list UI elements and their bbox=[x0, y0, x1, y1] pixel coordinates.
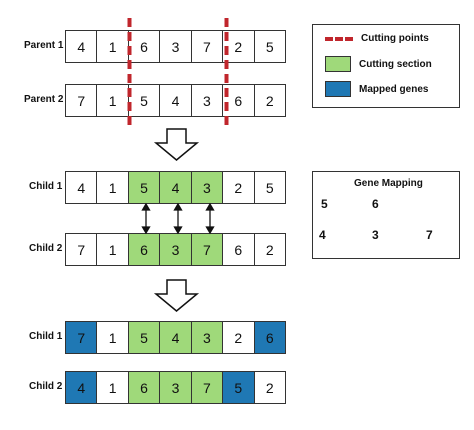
swap-arrow-2-head-down bbox=[173, 226, 183, 235]
green-swatch-icon bbox=[325, 56, 351, 72]
gene-cell: 2 bbox=[253, 84, 286, 117]
gene-cell: 5 bbox=[253, 171, 286, 204]
legend-cutting-section-label: Cutting section bbox=[359, 58, 432, 70]
mapping-value-6: 6 bbox=[372, 197, 379, 211]
swap-arrow-1-head-up bbox=[141, 202, 151, 211]
mapping-value-3: 3 bbox=[372, 228, 379, 242]
blue-swatch-icon bbox=[325, 81, 351, 97]
gene-cell: 4 bbox=[159, 321, 192, 354]
row-label-parent-2: Parent 2 bbox=[24, 94, 64, 105]
gene-mapping-title: Gene Mapping bbox=[354, 178, 423, 189]
swap-arrow-2-head-up bbox=[173, 202, 183, 211]
row-label-parent-1: Parent 1 bbox=[24, 40, 64, 51]
mapping-arrows bbox=[141, 202, 215, 235]
gene-cell: 5 bbox=[127, 171, 161, 204]
gene-cell: 2 bbox=[253, 233, 286, 266]
gene-cell: 2 bbox=[253, 371, 286, 404]
gene-cell: 3 bbox=[159, 371, 192, 404]
row-label-child-2: Child 2 bbox=[29, 243, 63, 254]
row-label-child-1: Child 1 bbox=[29, 181, 63, 192]
legend-cutting-points: Cutting points bbox=[325, 33, 429, 44]
dashed-line-icon bbox=[325, 36, 353, 41]
gene-cell: 6 bbox=[127, 233, 161, 266]
gene-mapping-box bbox=[312, 171, 460, 259]
mapping-value-5: 5 bbox=[321, 197, 328, 211]
mapping-value-7: 7 bbox=[426, 228, 433, 242]
row-label-child-1-final: Child 1 bbox=[29, 331, 63, 342]
swap-arrow-3-head-down bbox=[205, 226, 215, 235]
legend-mapped-genes-label: Mapped genes bbox=[359, 83, 429, 95]
legend-box: Cutting points Cutting section Mapped ge… bbox=[312, 24, 460, 108]
gene-cell: 3 bbox=[190, 321, 224, 354]
gene-cell: 7 bbox=[190, 233, 224, 266]
gene-cell: 4 bbox=[65, 371, 98, 404]
legend-mapped-genes: Mapped genes bbox=[325, 81, 428, 97]
gene-cell: 4 bbox=[159, 171, 192, 204]
mapping-value-4: 4 bbox=[319, 228, 326, 242]
row-label-child-2-final: Child 2 bbox=[29, 381, 63, 392]
down-arrow-icon bbox=[153, 128, 200, 161]
down-arrow-icon-2 bbox=[153, 279, 200, 312]
gene-cell: 5 bbox=[253, 30, 286, 63]
gene-cell: 3 bbox=[190, 171, 224, 204]
legend-cutting-points-label: Cutting points bbox=[361, 33, 429, 44]
legend-cutting-section: Cutting section bbox=[325, 56, 432, 72]
gene-cell: 5 bbox=[127, 321, 161, 354]
swap-arrow-1-head-down bbox=[141, 226, 151, 235]
swap-arrow-3-head-up bbox=[205, 202, 215, 211]
gene-cell: 6 bbox=[253, 321, 286, 354]
